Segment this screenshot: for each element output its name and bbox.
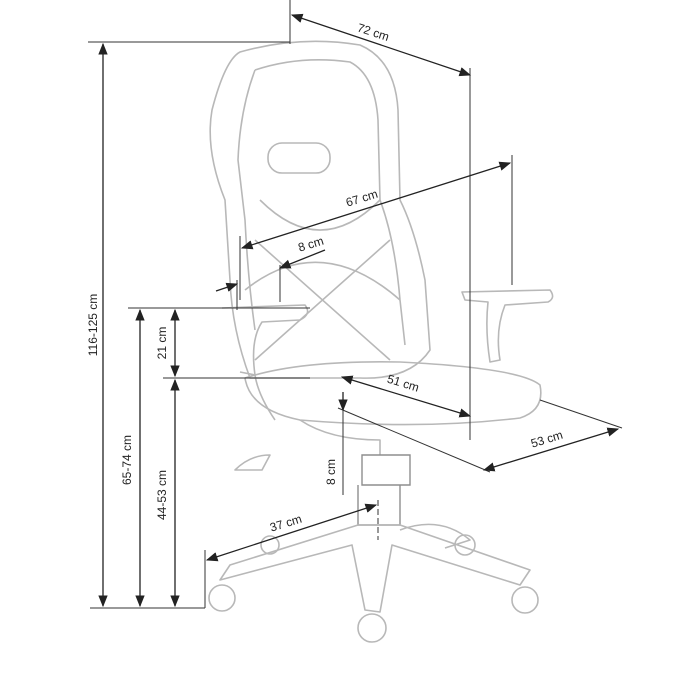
dimension-lines [88,0,623,609]
label-total-height: 116-125 cm [86,294,100,356]
label-base-radius: 37 cm [268,512,303,535]
label-armrest-above-seat: 21 cm [155,327,169,360]
left-armrest [221,304,309,421]
gas-lift [357,454,411,526]
tilt-lever [234,454,271,471]
label-seat-thickness: 8 cm [324,459,338,485]
backrest-stitching [244,199,401,361]
headrest-pillow [267,142,331,174]
seat-side [299,419,381,455]
right-armrest [461,289,554,363]
chair-illustration [208,40,554,643]
casters [208,534,539,643]
label-armrest-height: 65-74 cm [120,435,134,485]
label-width: 72 cm [356,20,391,43]
star-base [219,523,531,613]
label-seat-height: 44-53 cm [155,470,169,520]
